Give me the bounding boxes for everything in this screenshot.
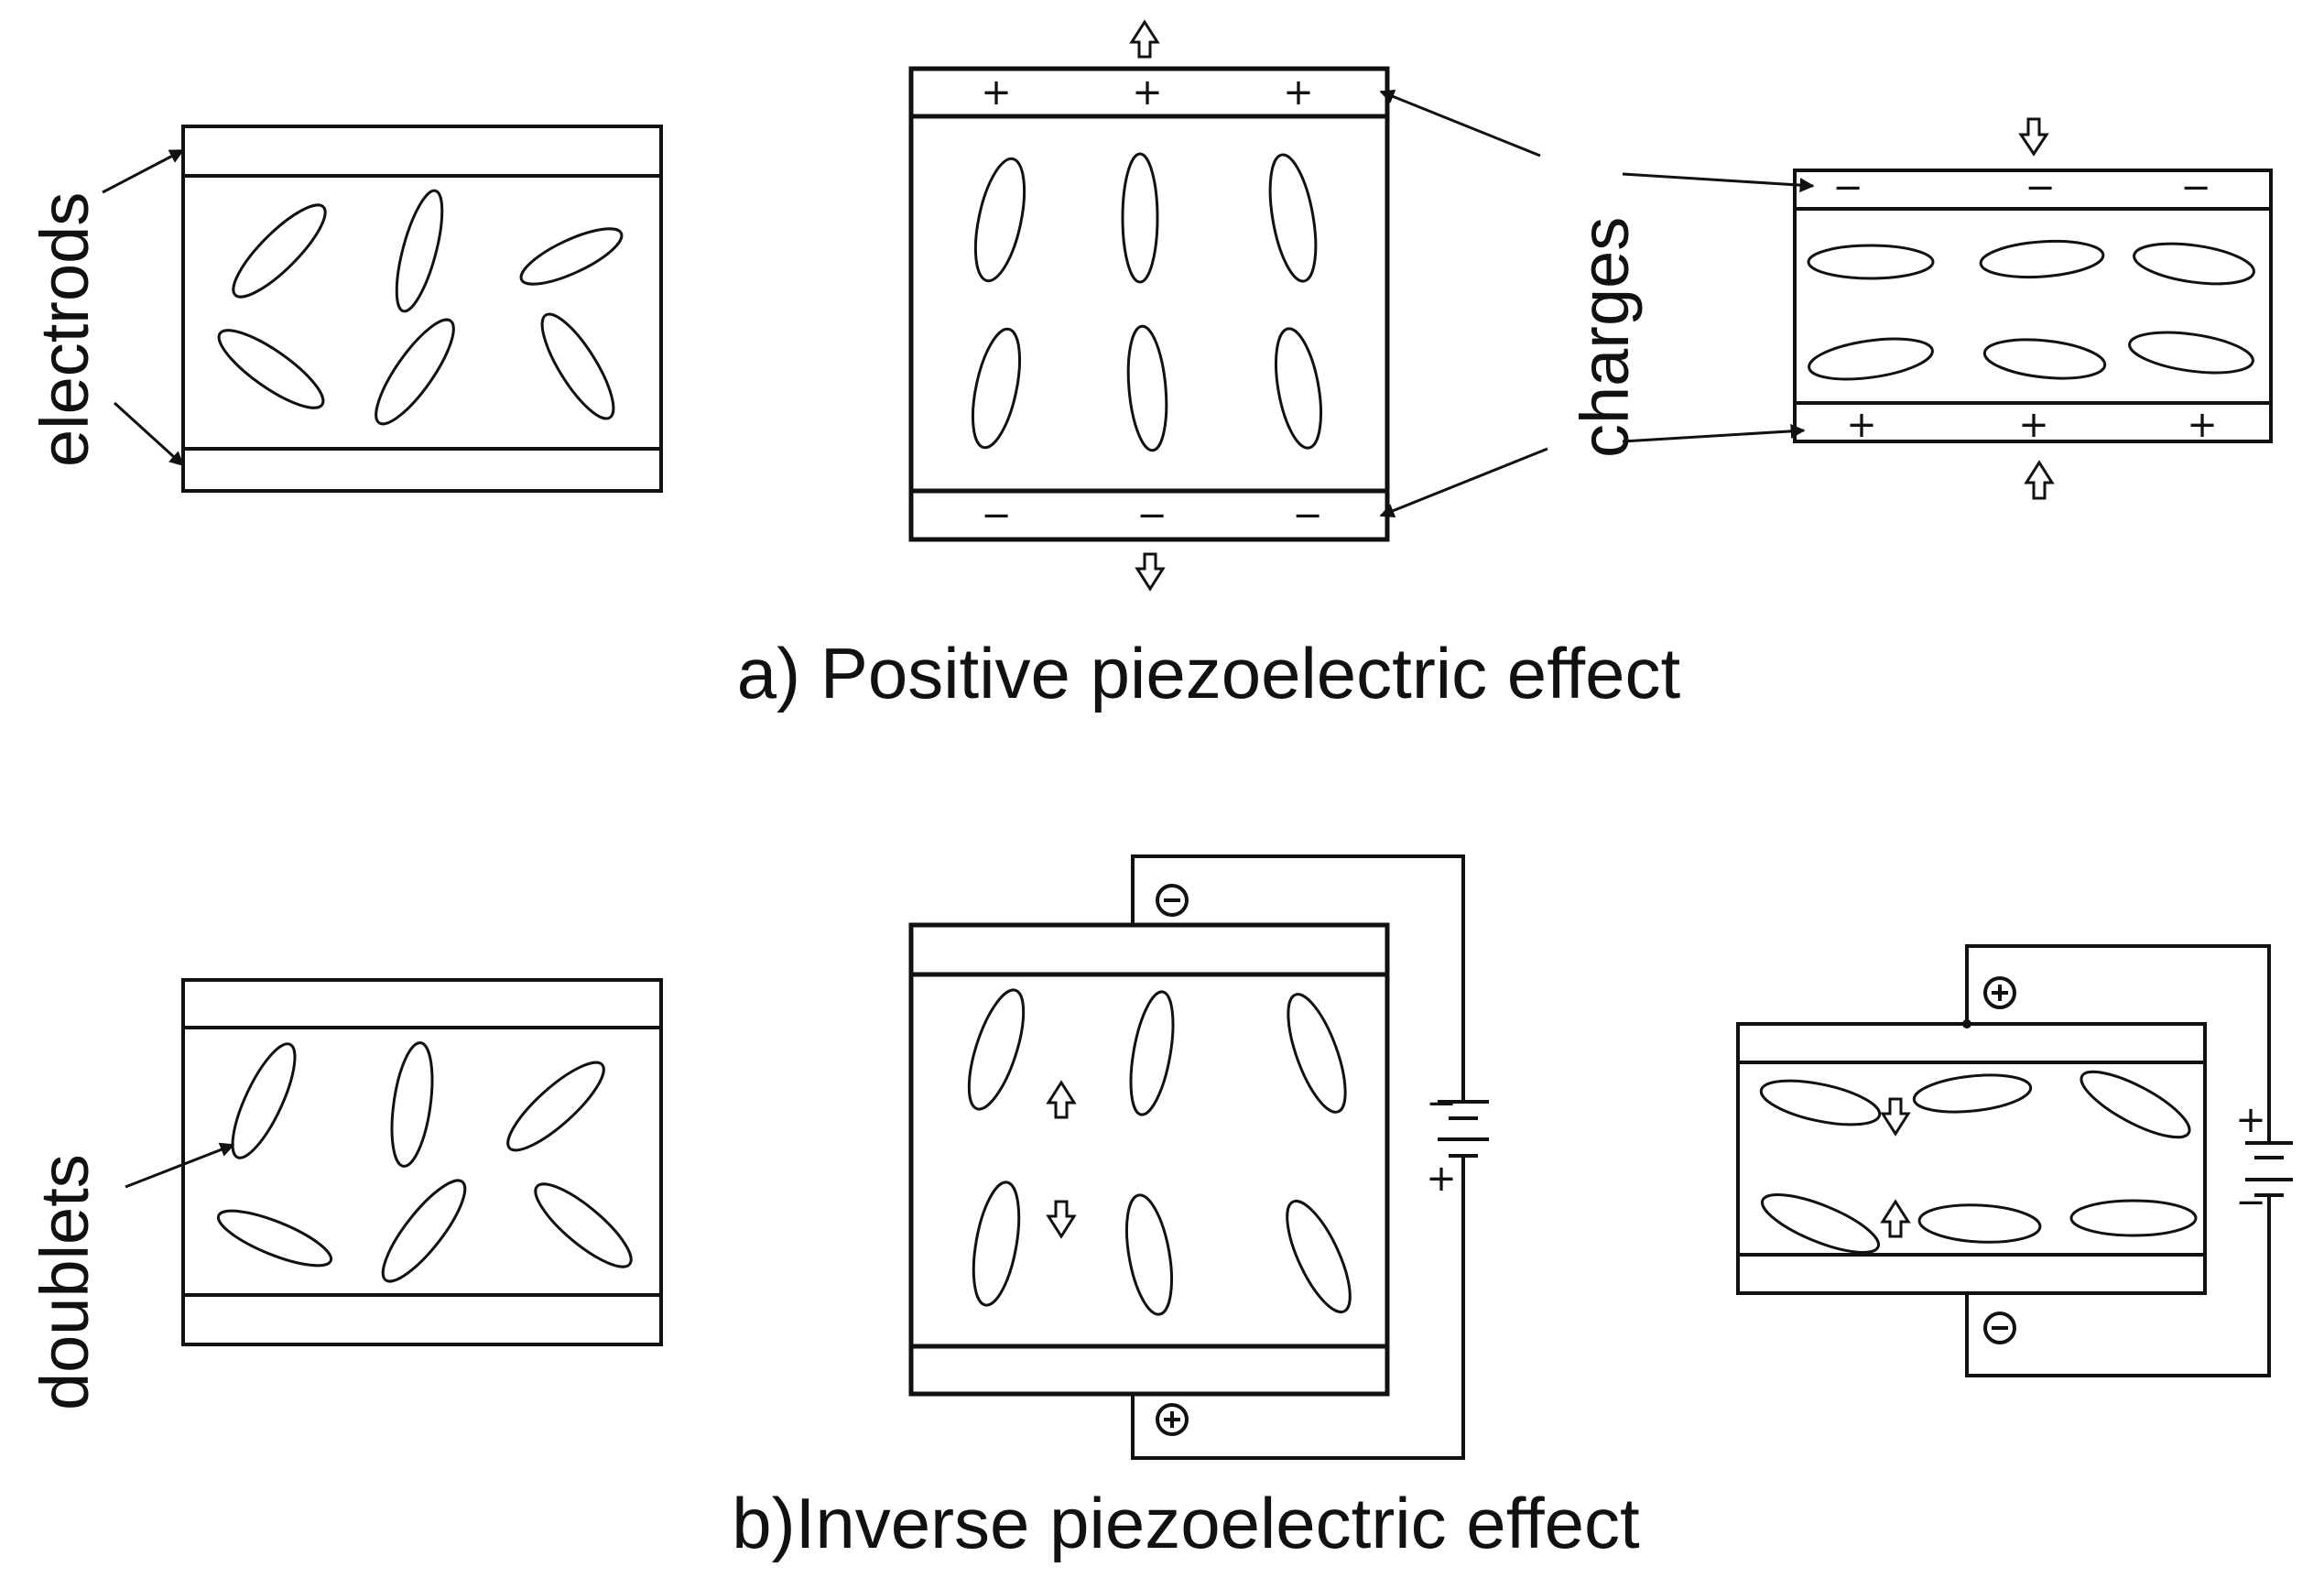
dipole <box>2128 331 2254 375</box>
battery-plus: + <box>2235 1099 2266 1141</box>
arrow-up-icon <box>1880 1199 1911 1238</box>
electrode-arrow-top <box>102 148 185 194</box>
dipole <box>381 1179 467 1283</box>
svg-text:+: + <box>1132 71 1163 114</box>
block-b1-doublets <box>181 978 663 1346</box>
svg-text:−: − <box>1292 495 1323 537</box>
arrow-down-icon <box>1046 1200 1077 1239</box>
dipole <box>1287 993 1347 1114</box>
charges-top-a3: − − − <box>1832 167 2211 209</box>
electrodes-label: electrods <box>27 192 103 467</box>
arrow-up-icon <box>2024 460 2055 500</box>
dipole <box>232 203 327 299</box>
svg-text:−: − <box>1136 495 1167 537</box>
block-a2-stretched: + + + − − − <box>908 19 1390 592</box>
charges-bottom-a2: − − − <box>981 495 1323 537</box>
arrow-up-icon <box>1046 1080 1077 1119</box>
dipole <box>1124 1193 1174 1316</box>
svg-text:+: + <box>1846 404 1877 446</box>
dipoles-a3 <box>1807 239 2255 381</box>
battery-minus: − <box>1426 1083 1457 1125</box>
charges-label: charges <box>1567 217 1643 458</box>
block-b3-inverse-compress: + − <box>1736 944 2293 1377</box>
dipoles-b2 <box>967 988 1352 1316</box>
dipole <box>972 1181 1021 1307</box>
charges-bottom-a3: + + + <box>1846 404 2218 446</box>
dipole <box>375 318 455 426</box>
dipole <box>971 327 1022 450</box>
arrow-down-icon <box>2018 117 2049 157</box>
dipole <box>534 1182 633 1268</box>
svg-text:−: − <box>1832 167 1863 209</box>
dipole <box>973 157 1026 283</box>
circuit-b2 <box>1131 854 1489 1460</box>
dipole <box>2080 1070 2191 1139</box>
dipole <box>390 1041 434 1168</box>
dipoles-a1 <box>217 189 624 426</box>
svg-text:+: + <box>1283 71 1314 114</box>
dipole <box>1121 152 1159 284</box>
arrow-down-icon <box>1880 1097 1911 1137</box>
dipole <box>2133 242 2255 286</box>
svg-text:−: − <box>2025 167 2056 209</box>
dipole <box>506 1061 605 1152</box>
dipoles-a2 <box>971 152 1323 452</box>
dipole <box>231 1042 297 1159</box>
dipole <box>1807 244 1935 280</box>
dipole <box>217 329 325 409</box>
dipole <box>1286 1199 1352 1314</box>
doublet-arrow <box>125 1142 235 1189</box>
caption-a: a) Positive piezoelectric effect <box>737 633 1681 713</box>
dipole <box>1761 1192 1880 1255</box>
svg-text:+: + <box>2018 404 2049 446</box>
dipole <box>519 227 624 286</box>
dipole <box>1979 239 2105 279</box>
dipole <box>1274 327 1323 450</box>
svg-text:−: − <box>2180 167 2211 209</box>
charge-arrows <box>1379 89 1815 518</box>
block-b2-inverse-stretch: − + <box>908 854 1489 1460</box>
dipole <box>395 189 444 313</box>
svg-text:+: + <box>981 71 1012 114</box>
dipole <box>967 988 1026 1111</box>
doublets-label: doublets <box>27 1154 103 1410</box>
dipoles-b3 <box>1759 1070 2198 1255</box>
block-a1-unstressed <box>181 125 663 493</box>
dipole <box>216 1209 333 1268</box>
dipole <box>1912 1073 2033 1114</box>
dipole <box>1126 324 1168 452</box>
dipole <box>2069 1199 2198 1237</box>
circuit-b3 <box>1965 944 2293 1377</box>
block-a3-compressed: − − − + + + <box>1793 117 2273 500</box>
arrow-down-icon <box>1135 552 1166 592</box>
electrode-arrow-bottom <box>113 401 185 467</box>
dipole <box>1129 990 1175 1116</box>
battery-plus: + <box>1426 1158 1457 1200</box>
dipole <box>1917 1203 2042 1244</box>
caption-b: b)Inverse piezoelectric effect <box>732 1483 1640 1563</box>
charges-top-a2: + + + <box>981 71 1314 114</box>
svg-text:+: + <box>2187 404 2218 446</box>
dipoles-b1 <box>216 1041 633 1283</box>
dipole <box>540 312 615 420</box>
svg-text:−: − <box>981 495 1012 537</box>
dipole <box>1982 338 2107 380</box>
dipole <box>1759 1079 1882 1126</box>
dipole <box>1808 337 1934 381</box>
dipole <box>1268 153 1318 283</box>
battery-minus: − <box>2235 1181 2266 1224</box>
arrow-up-icon <box>1129 19 1160 59</box>
